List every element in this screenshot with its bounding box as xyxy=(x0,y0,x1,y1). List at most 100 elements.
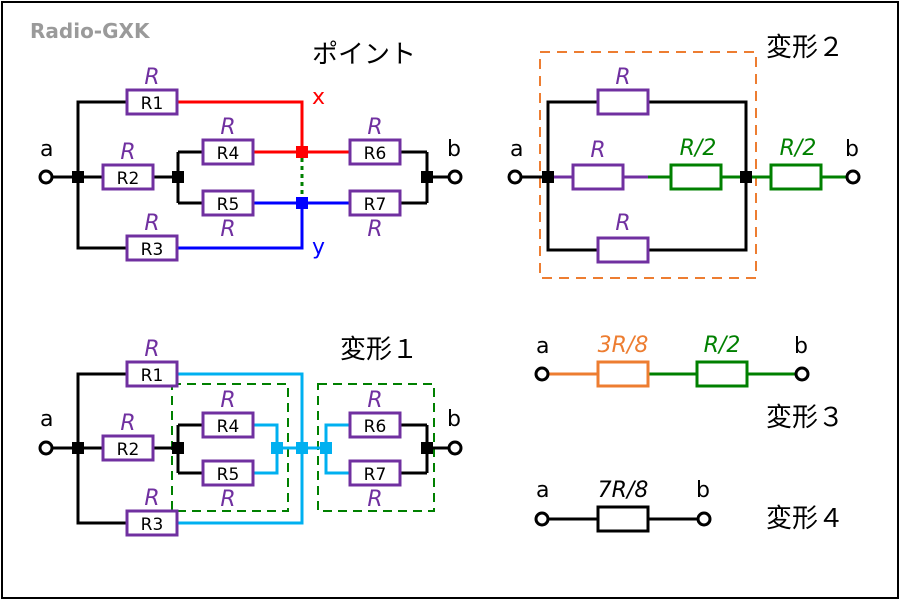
transform3-title: 変形３ xyxy=(766,403,844,433)
t4-terminal-b-label: b xyxy=(696,478,710,503)
point-title: ポイント xyxy=(312,40,416,70)
point-junction xyxy=(421,171,433,183)
t3-terminal-b-label: b xyxy=(794,334,808,359)
point-R6-value: R xyxy=(367,115,382,140)
point-R2-value: R xyxy=(120,140,135,165)
t1-R7-name: R7 xyxy=(364,465,387,485)
point-R3-name: R3 xyxy=(141,240,164,260)
t2-orange-box xyxy=(539,51,757,279)
watermark: Radio-GXK xyxy=(30,19,151,43)
t1-terminal-b-label: b xyxy=(447,407,461,432)
point-R7 xyxy=(348,189,402,217)
point-R4 xyxy=(201,138,255,166)
transform1-circuit: 変形１ xyxy=(38,335,463,537)
t1-R6 xyxy=(348,411,402,439)
t2-green1-value: R/2 xyxy=(680,136,717,161)
t2-top-value: R xyxy=(615,65,630,90)
t2-res-green1 xyxy=(669,163,723,191)
transform3-circuit: 3R/8 R/2 a b 変形３ xyxy=(534,333,844,433)
t4-terminal-b xyxy=(696,511,712,527)
point-R2-name: R2 xyxy=(117,169,140,189)
t2-junction xyxy=(740,171,752,183)
point-R3-value: R xyxy=(144,211,159,236)
t1-R5-value: R xyxy=(220,487,235,512)
point-R1-name: R1 xyxy=(141,94,164,114)
t2-terminal-a xyxy=(507,169,523,185)
t1-R6-name: R6 xyxy=(364,417,387,437)
t3-res-green xyxy=(695,360,749,388)
t1-R5-name: R5 xyxy=(217,465,240,485)
t1-terminal-a xyxy=(38,440,54,456)
point-R5-value: R xyxy=(220,217,235,242)
node-x-label: x xyxy=(312,85,325,110)
t4-res xyxy=(596,505,650,533)
transform4-circuit: 7R/8 a b 変形４ xyxy=(534,478,844,534)
t1-terminal-a-label: a xyxy=(40,407,53,432)
t1-R3 xyxy=(125,509,179,537)
t1-R1 xyxy=(125,360,179,388)
t3-orange-value: 3R/8 xyxy=(598,333,649,358)
t1-R7 xyxy=(348,459,402,487)
point-R1-value: R xyxy=(144,65,159,90)
point-R6 xyxy=(348,138,402,166)
t3-res-orange xyxy=(596,360,650,388)
point-junction xyxy=(72,171,84,183)
t2-res-green2 xyxy=(769,163,823,191)
t1-R4 xyxy=(201,411,255,439)
point-R7-name: R7 xyxy=(364,195,387,215)
point-R7-value: R xyxy=(367,217,382,242)
t1-R3-name: R3 xyxy=(141,515,164,535)
t1-R2-value: R xyxy=(120,411,135,436)
t2-mid-value: R xyxy=(590,138,605,163)
t1-junction xyxy=(421,442,433,454)
t3-terminal-a-label: a xyxy=(536,334,549,359)
t1-junction xyxy=(72,442,84,454)
t1-R5 xyxy=(201,459,255,487)
point-R3 xyxy=(125,234,179,262)
point-circuit: ポイント xyxy=(38,40,463,262)
t2-green2-value: R/2 xyxy=(780,136,817,161)
point-R5 xyxy=(201,189,255,217)
t1-R4-name: R4 xyxy=(217,417,240,437)
node-y-label: y xyxy=(312,235,325,260)
terminal-a-label: a xyxy=(40,137,53,162)
t4-terminal-a xyxy=(534,511,550,527)
point-R5-name: R5 xyxy=(217,195,240,215)
node-x xyxy=(296,146,308,158)
t1-R1-value: R xyxy=(144,337,159,362)
point-R2 xyxy=(101,163,155,191)
point-R4-name: R4 xyxy=(217,144,240,164)
t1-R4-value: R xyxy=(220,388,235,413)
transform1-title: 変形１ xyxy=(340,335,418,365)
point-R1 xyxy=(125,88,179,116)
t3-terminal-b xyxy=(794,366,810,382)
t2-res-mid xyxy=(571,163,625,191)
t2-res-top xyxy=(596,88,650,116)
t1-junction-cyan xyxy=(320,442,332,454)
terminal-b xyxy=(447,169,463,185)
point-R6-name: R6 xyxy=(364,144,387,164)
t1-R3-value: R xyxy=(144,486,159,511)
t1-R6-value: R xyxy=(367,388,382,413)
t1-R2-name: R2 xyxy=(117,440,140,460)
t4-total-value: 7R/8 xyxy=(598,478,649,503)
transform4-title: 変形４ xyxy=(766,504,844,534)
point-R4-value: R xyxy=(220,115,235,140)
t2-junction xyxy=(542,171,554,183)
t1-terminal-b xyxy=(447,440,463,456)
t3-terminal-a xyxy=(534,366,550,382)
t1-junction xyxy=(172,442,184,454)
point-junction xyxy=(172,171,184,183)
transform2-title: 変形２ xyxy=(766,33,844,63)
terminal-b-label: b xyxy=(447,137,461,162)
t2-res-bottom xyxy=(596,236,650,264)
node-y xyxy=(296,197,308,209)
t1-R2 xyxy=(101,434,155,462)
t4-terminal-a-label: a xyxy=(536,478,549,503)
t1-R1-name: R1 xyxy=(141,366,164,386)
t2-bottom-value: R xyxy=(615,211,630,236)
terminal-a xyxy=(38,169,54,185)
t1-junction-cyan xyxy=(296,442,308,454)
t2-terminal-b xyxy=(845,169,861,185)
